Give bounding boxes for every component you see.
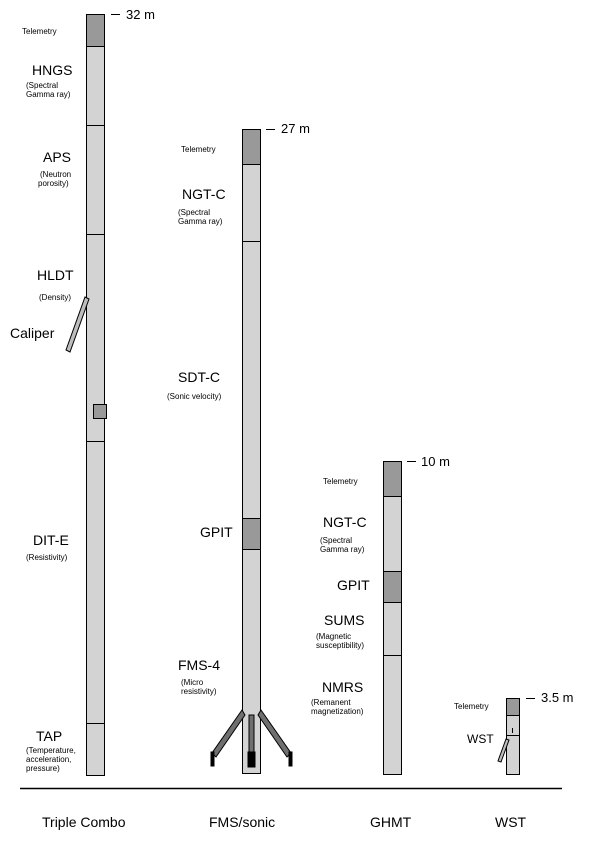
triple-combo-length: 32 m [126, 7, 155, 22]
dite-desc: (Resistivity) [26, 553, 68, 562]
sums-desc-1: (Magnetic [316, 632, 352, 641]
wst-clamp-arm [497, 738, 510, 763]
fms4-label: FMS-4 [178, 657, 220, 673]
fms4-desc-2: resistivity) [181, 687, 217, 696]
fms-gpit-label: GPIT [200, 524, 233, 540]
ghmt-gpit-label: GPIT [337, 577, 370, 593]
caliper-arm [65, 296, 90, 353]
ghmt-ngtc-desc-2: Gamma ray) [320, 545, 365, 554]
triple-combo-telemetry-segment [86, 14, 105, 47]
ghmt-ngtc-label: NGT-C [323, 514, 367, 530]
ghmt-gpit-segment [383, 571, 402, 603]
fms-ngtc-segment [242, 164, 261, 242]
ghmt-ngtc-segment [383, 496, 402, 572]
ghmt-string [383, 461, 416, 775]
fms-telemetry-segment [242, 129, 261, 165]
sdtc-desc: (Sonic velocity) [167, 392, 222, 401]
triple-combo-dite-segment [86, 441, 105, 724]
wst-telemetry-segment [506, 698, 520, 716]
dite-label: DIT-E [33, 532, 69, 548]
aps-desc-2: porosity) [38, 179, 69, 188]
wst-segment [506, 715, 520, 775]
nmrs-label: NMRS [322, 679, 364, 695]
hngs-desc-2: Gamma ray) [26, 90, 71, 99]
fms-ngtc-label: NGT-C [182, 186, 226, 202]
fms-pad-arm-left [211, 709, 246, 758]
wst-length: 3.5 m [541, 690, 574, 705]
ghmt-sums-segment [383, 602, 402, 656]
ghmt-telemetry-label: Telemetry [323, 477, 358, 486]
fms-ngtc-desc-2: Gamma ray) [178, 217, 223, 226]
triple-combo-name: Triple Combo [42, 814, 126, 830]
fms-ngtc-desc-1: (Spectral [178, 208, 211, 217]
aps-label: APS [43, 149, 72, 165]
fms-telemetry-label: Telemetry [181, 145, 216, 154]
fms-length: 27 m [281, 121, 310, 136]
hngs-label: HNGS [32, 62, 73, 78]
wst-module-label: WST [467, 732, 494, 746]
ghmt-ngtc-desc-1: (Spectral [320, 536, 353, 545]
hldt-desc: (Density) [39, 293, 72, 302]
fms-pad-left [210, 751, 215, 767]
caliper-label: Caliper [10, 325, 55, 341]
ghmt-name: GHMT [370, 814, 412, 830]
tap-label: TAP [36, 728, 63, 744]
tap-desc-3: pressure) [26, 764, 60, 773]
nmrs-desc-1: (Remanent [311, 698, 351, 707]
triple-combo-string [65, 14, 120, 776]
fms-pad-right [288, 751, 293, 767]
sums-label: SUMS [324, 612, 365, 628]
ghmt-nmrs-segment [383, 655, 402, 775]
fms-fms4-segment [242, 549, 261, 774]
fms-sdtc-segment [242, 241, 261, 519]
ghmt-telemetry-segment [383, 461, 402, 497]
wst-telemetry-label: Telemetry [454, 702, 489, 711]
hldt-label: HLDT [37, 267, 74, 283]
fms-gpit-segment [242, 518, 261, 550]
hldt-pad [93, 404, 107, 419]
fms-pad-center [247, 751, 256, 768]
aps-desc-1: (Neutron [40, 170, 72, 179]
wst-string [497, 698, 535, 775]
triple-combo-aps-segment [86, 125, 105, 235]
sdtc-label: SDT-C [178, 369, 220, 385]
triple-combo-hngs-segment [86, 46, 105, 126]
fms4-desc-1: (Micro [181, 678, 204, 687]
fms-pad-center-arm [248, 714, 255, 756]
fms-sonic-string [210, 129, 293, 774]
wst-name: WST [495, 814, 527, 830]
tap-desc-2: acceleration, [26, 755, 72, 764]
nmrs-desc-2: magnetization) [311, 707, 364, 716]
fms-pad-arm-right [257, 709, 292, 758]
tap-desc-1: (Temperature, [26, 746, 76, 755]
triple-combo-tap-segment [86, 723, 105, 776]
hngs-desc-1: (Spectral [26, 81, 59, 90]
triple-combo-telemetry-label: Telemetry [22, 27, 57, 36]
fms-sonic-name: FMS/sonic [209, 814, 276, 830]
ghmt-length: 10 m [421, 454, 450, 469]
sums-desc-2: susceptibility) [316, 641, 365, 650]
